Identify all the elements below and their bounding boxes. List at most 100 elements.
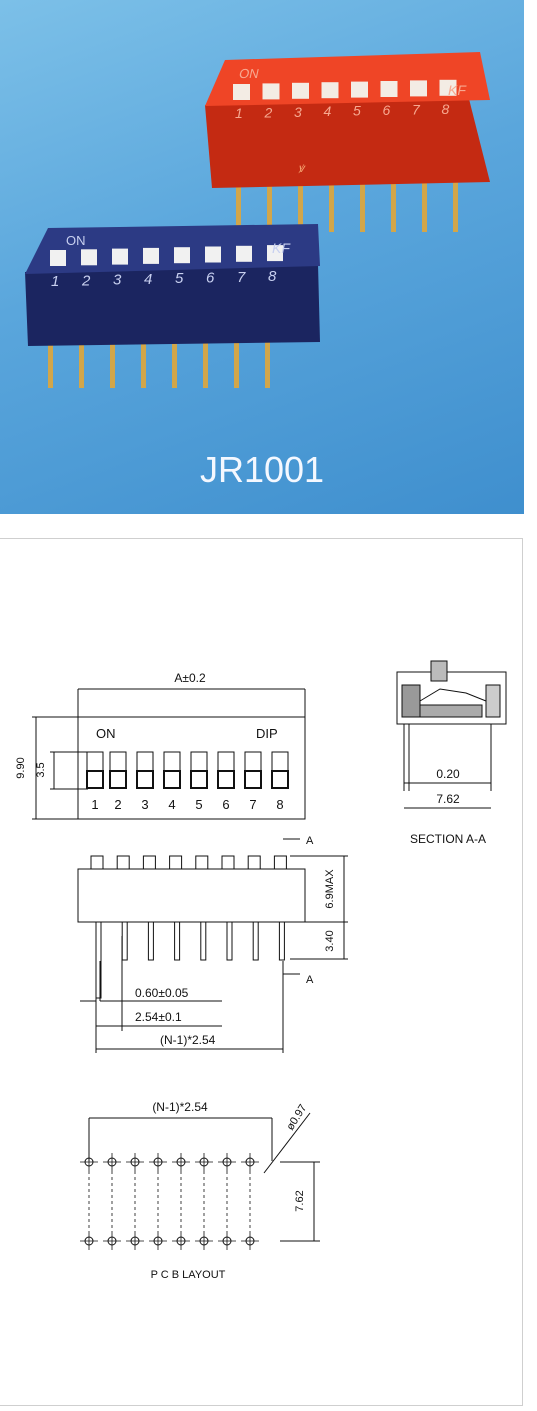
red-lever xyxy=(233,84,250,100)
position-number: 7 xyxy=(249,797,256,812)
row-spacing-label: 7.62 xyxy=(294,1190,306,1211)
span-label: (N-1)*2.54 xyxy=(160,1033,216,1047)
side-pin xyxy=(174,921,181,961)
red-position-number: 4 xyxy=(324,103,332,119)
red-position-number: 1 xyxy=(235,105,243,121)
blue-lever xyxy=(174,247,190,264)
switch-slot xyxy=(217,751,235,772)
position-number: 5 xyxy=(195,797,202,812)
hole-leader xyxy=(263,1112,311,1174)
height-dim-label: 9.90 xyxy=(15,757,27,778)
switch-slot xyxy=(136,751,154,772)
red-pin xyxy=(453,180,458,232)
side-lever xyxy=(90,855,104,870)
side-lever xyxy=(195,855,209,870)
switch-slot xyxy=(163,751,181,772)
red-position-number: 8 xyxy=(442,101,450,117)
section-spring xyxy=(419,688,487,702)
blue-pin xyxy=(79,338,84,388)
blue-lever xyxy=(236,245,252,262)
blue-lever xyxy=(205,246,221,263)
lever-dim-label: 3.5 xyxy=(35,762,47,777)
blue-kf-mark: KF xyxy=(272,240,291,256)
switch-actuator xyxy=(86,770,104,789)
side-pin xyxy=(121,921,128,961)
blue-pin xyxy=(48,338,53,388)
red-position-number: 5 xyxy=(353,103,361,119)
blue-position-number: 8 xyxy=(268,268,277,285)
section-dim-small: 0.20 xyxy=(436,767,460,781)
side-lever xyxy=(247,855,261,870)
side-lever xyxy=(142,855,156,870)
red-switch-levers xyxy=(233,79,457,100)
red-pin xyxy=(236,180,241,232)
pcb-caption: P C B LAYOUT xyxy=(151,1269,226,1281)
blue-pin xyxy=(172,338,177,388)
blue-pin xyxy=(234,338,239,388)
blue-pin xyxy=(141,338,146,388)
switch-slot xyxy=(271,751,289,772)
on-label: ON xyxy=(96,726,116,741)
side-lever xyxy=(169,855,183,870)
position-number: 3 xyxy=(141,797,148,812)
position-number: 6 xyxy=(222,797,229,812)
width-dim-label: A±0.2 xyxy=(174,671,206,685)
red-lever xyxy=(262,83,280,100)
switch-actuator xyxy=(136,770,154,789)
blue-position-number: 5 xyxy=(175,270,184,287)
hole-dim-label: ø0.97 xyxy=(284,1102,309,1132)
red-logo-mark: ꝟ xyxy=(298,161,306,175)
body-height-dim-label: 6.9MAX xyxy=(324,869,336,909)
blue-pin xyxy=(203,338,208,388)
red-lever xyxy=(351,81,368,98)
pcb-holes xyxy=(80,1153,259,1250)
red-pin xyxy=(298,180,303,232)
side-view-levers xyxy=(90,855,287,870)
red-pin xyxy=(267,180,272,232)
blue-position-number: 7 xyxy=(237,269,246,286)
side-pin xyxy=(226,921,233,961)
section-view: 0.20 7.62 SECTION A-A xyxy=(396,660,507,846)
position-number: 8 xyxy=(276,797,283,812)
section-marker-bottom: A xyxy=(306,974,314,986)
switch-actuator xyxy=(244,770,262,789)
switch-slot xyxy=(190,751,208,772)
blue-pin xyxy=(110,338,115,388)
side-view-pins xyxy=(95,921,285,999)
red-lever xyxy=(292,82,309,99)
blue-switch-levers xyxy=(50,245,283,266)
blue-lever xyxy=(81,249,97,266)
switch-actuator xyxy=(271,770,289,789)
section-hatch-right xyxy=(485,684,501,718)
blue-switch-front-face xyxy=(25,264,320,346)
side-pin xyxy=(95,921,102,999)
red-position-number: 2 xyxy=(264,104,273,120)
position-number: 4 xyxy=(168,797,175,812)
red-lever xyxy=(380,81,398,97)
dip-label: DIP xyxy=(256,726,278,741)
blue-lever xyxy=(143,247,159,264)
blue-pin xyxy=(265,338,270,388)
section-dim-spacing: 7.62 xyxy=(436,792,460,806)
switch-actuator xyxy=(190,770,208,789)
red-position-number: 7 xyxy=(412,101,421,117)
blue-position-number: 2 xyxy=(81,272,91,289)
red-pin xyxy=(391,180,396,232)
red-switch-front-face xyxy=(205,95,490,188)
side-pin xyxy=(252,921,259,961)
blue-position-number: 4 xyxy=(144,271,152,288)
position-number: 2 xyxy=(114,797,121,812)
top-view-slots xyxy=(86,751,289,789)
pitch-label: 2.54±0.1 xyxy=(135,1010,182,1024)
side-view: A A 6.9MAX 3.40 0.60±0.05 2.54±0.1 (N-1)… xyxy=(77,835,348,1053)
top-view-body xyxy=(77,716,306,820)
pin-length-dim-label: 3.40 xyxy=(324,930,336,951)
switch-actuator xyxy=(163,770,181,789)
